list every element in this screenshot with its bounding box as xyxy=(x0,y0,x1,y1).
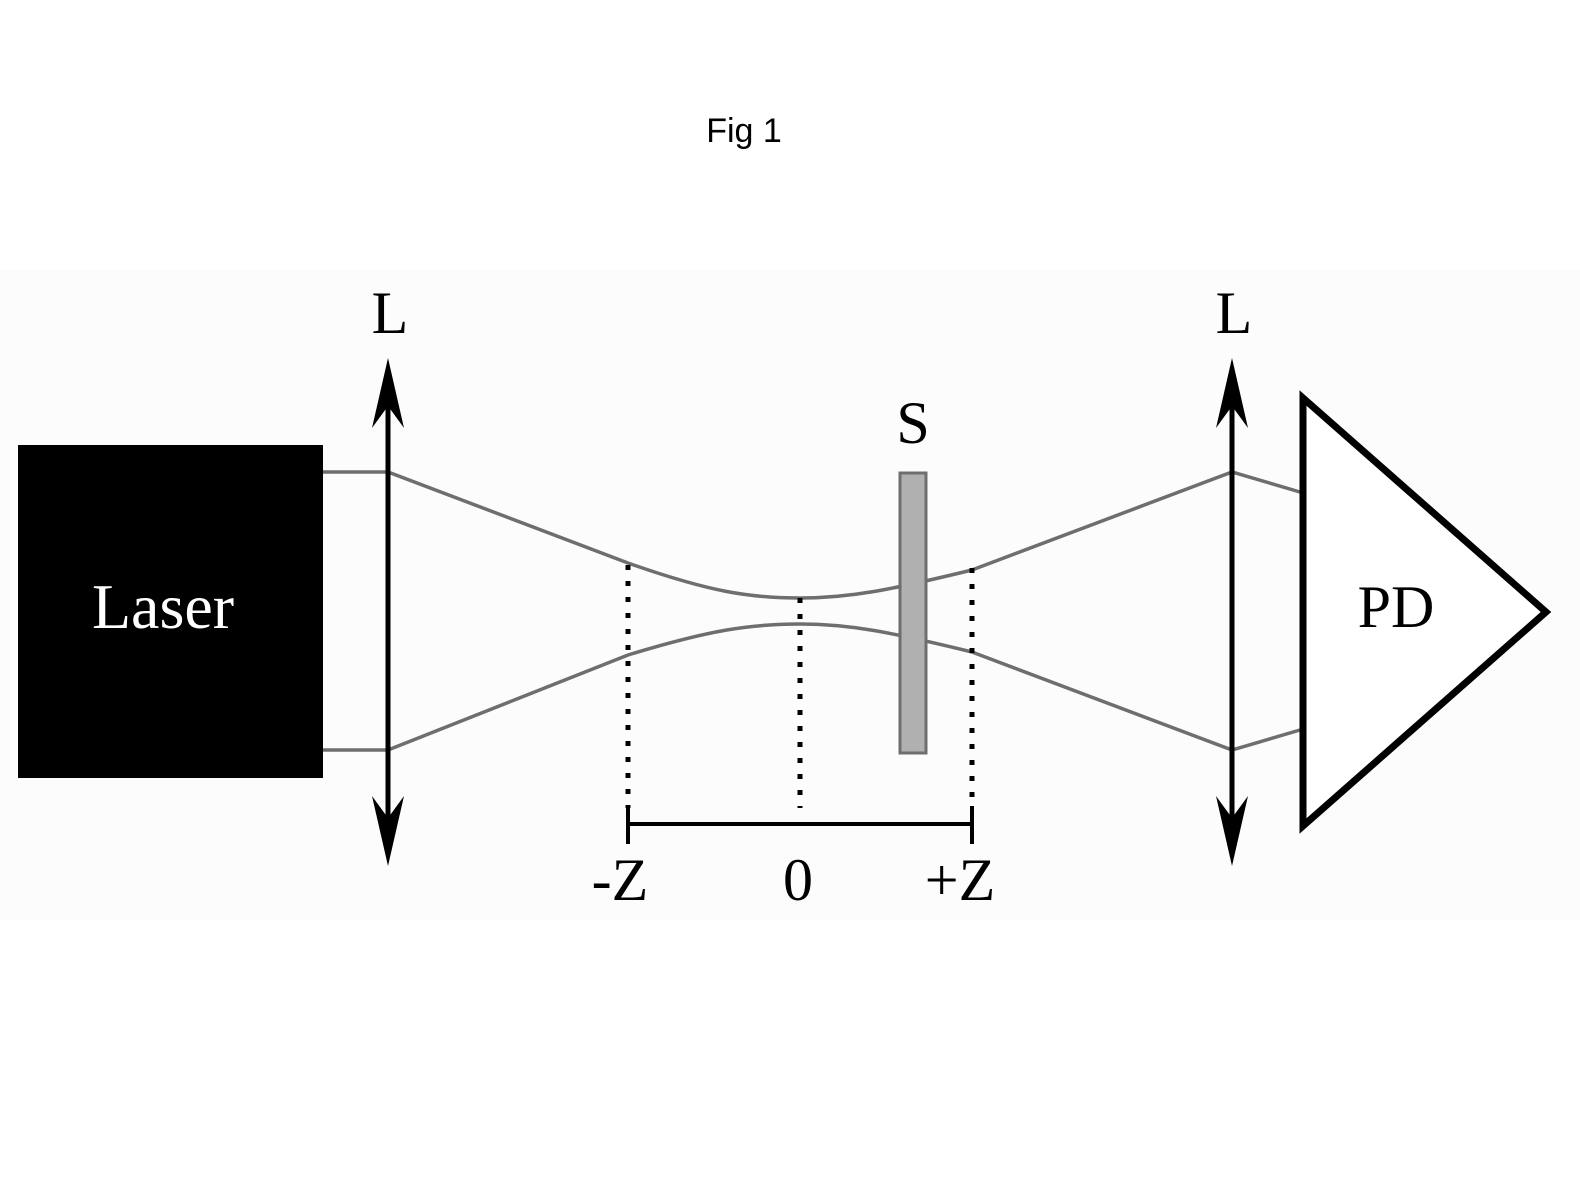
z-scale-bar xyxy=(626,806,974,844)
photodetector: PD xyxy=(1299,390,1552,834)
photodetector-label: PD xyxy=(1358,574,1435,640)
lens-right-arrowhead-bottom xyxy=(1216,796,1248,866)
lens-left-label: L xyxy=(372,280,409,346)
lens-left-arrowhead-top xyxy=(372,358,404,428)
laser-source: Laser xyxy=(18,445,323,778)
lens-left: L xyxy=(372,280,409,866)
sample: S xyxy=(896,390,930,755)
z-minus-label: -Z xyxy=(592,847,649,913)
lens-right: L xyxy=(1216,280,1253,866)
laser-label: Laser xyxy=(92,571,234,642)
figure-caption: Fig 1 xyxy=(706,112,782,150)
lens-right-arrowhead-top xyxy=(1216,358,1248,428)
z-plus-label: +Z xyxy=(925,847,996,913)
lens-left-arrowhead-bottom xyxy=(372,796,404,866)
z-zero-label: 0 xyxy=(783,847,813,913)
sample-label: S xyxy=(896,390,929,456)
lens-right-label: L xyxy=(1216,280,1253,346)
z-position-markers xyxy=(625,565,975,808)
